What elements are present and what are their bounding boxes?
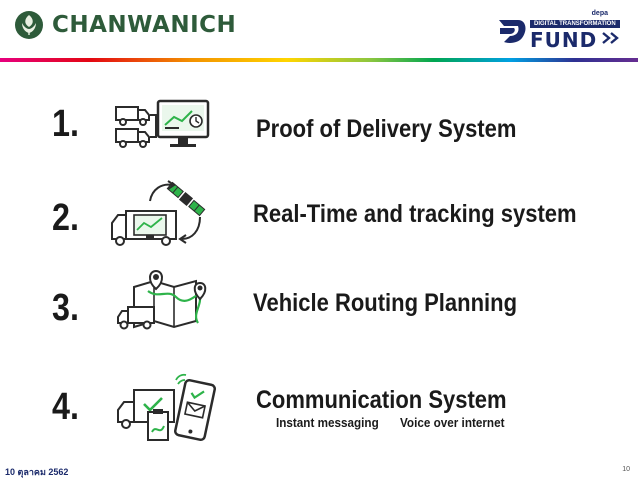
- subtitle-instant-messaging: Instant messaging: [276, 415, 379, 430]
- item-number: 3.: [52, 287, 79, 329]
- item-title: Proof of Delivery System: [256, 115, 517, 143]
- depa-label: depa: [591, 10, 608, 17]
- dt-fund-logo: depa DIGITAL TRANSFORMATION FUND: [496, 6, 624, 52]
- page-number: 10: [622, 466, 630, 473]
- footer-date: 10 ตุลาคม 2562: [5, 467, 69, 477]
- rainbow-divider: [0, 58, 638, 62]
- fund-emblem-icon: [499, 20, 526, 43]
- list-item-3: 3. Vehicle Routing Planning: [0, 265, 638, 345]
- item-title: Vehicle Routing Planning: [253, 289, 518, 317]
- chanwanich-logo: CHANWANICH: [14, 10, 236, 40]
- truck-satellite-icon: [111, 180, 206, 246]
- list-item-4: 4. Communication System Instant messagin…: [0, 370, 638, 450]
- truck-map-route-icon: [117, 269, 207, 330]
- program-name: FUND: [530, 28, 598, 52]
- program-banner: DIGITAL TRANSFORMATION: [530, 20, 620, 28]
- item-number: 1.: [52, 103, 79, 145]
- leaf-emblem-icon: [15, 11, 43, 39]
- brand-name: CHANWANICH: [52, 12, 237, 38]
- item-title: Real-Time and tracking system: [253, 200, 577, 228]
- trucks-monitor-icon: [115, 99, 210, 148]
- list-item-2: 2. Real-Time and tracking system: [0, 175, 638, 255]
- item-number: 4.: [52, 386, 79, 428]
- subtitle-voice-over-internet: Voice over internet: [400, 415, 505, 430]
- list-item-1: 1. Proof of Delivery System: [0, 95, 638, 175]
- slide-header: CHANWANICH depa DIGITAL TRANSFORMATION F…: [0, 0, 638, 60]
- truck-phone-message-icon: [117, 373, 216, 442]
- double-chevron-icon: [602, 32, 619, 44]
- item-number: 2.: [52, 197, 79, 239]
- item-title: Communication System: [256, 386, 507, 414]
